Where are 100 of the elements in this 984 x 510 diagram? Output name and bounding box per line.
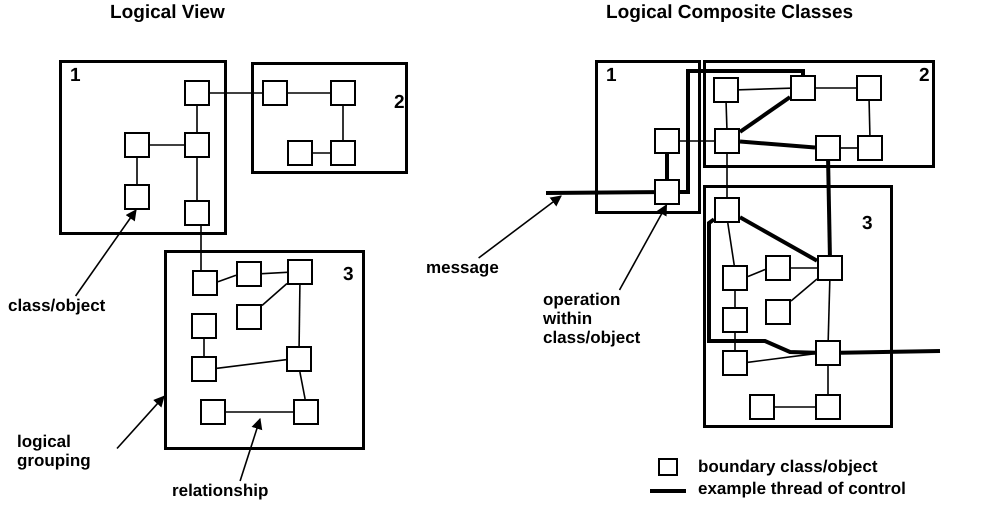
annotation-label: class/object <box>8 296 133 315</box>
annotation-label: message <box>426 258 506 277</box>
class-object-box <box>124 132 150 158</box>
group-number: 2 <box>919 66 930 86</box>
leader-arrow <box>239 418 262 482</box>
class-object-box <box>790 75 816 101</box>
thread-of-control-line <box>826 160 832 256</box>
class-object-box <box>124 184 150 210</box>
relationship-line <box>791 267 817 269</box>
thread-of-control-line <box>546 190 654 195</box>
thread-of-control-line <box>665 154 669 179</box>
leader-arrow <box>618 204 668 290</box>
relationship-line <box>218 274 236 282</box>
group-number: 1 <box>70 66 81 86</box>
class-object-box <box>200 399 226 425</box>
class-object-box <box>184 132 210 158</box>
class-object-box <box>654 128 680 154</box>
grouping-box <box>164 250 365 450</box>
thread-of-control-line <box>840 349 940 355</box>
thread-of-control-line <box>738 95 792 134</box>
class-object-box <box>287 140 313 166</box>
relationship-line <box>734 333 736 350</box>
class-object-box <box>192 270 218 296</box>
class-object-box <box>191 356 217 382</box>
legend-label: boundary class/object <box>698 458 878 476</box>
thread-of-control-line <box>740 140 816 150</box>
class-object-box <box>287 259 313 285</box>
relationship-line <box>790 278 818 302</box>
relationship-line <box>727 222 735 266</box>
relationship-line <box>816 87 856 89</box>
group-number: 1 <box>606 66 617 86</box>
relationship-line <box>200 225 202 271</box>
class-object-box <box>330 80 356 106</box>
grouping-box <box>251 62 408 174</box>
thread-of-control-line <box>680 69 805 194</box>
relationship-line <box>342 106 344 140</box>
class-object-box <box>765 299 791 325</box>
relationship-line <box>261 282 288 306</box>
class-object-box <box>262 80 288 106</box>
leader-arrow <box>478 195 562 259</box>
class-object-box <box>654 179 680 205</box>
class-object-box <box>714 197 740 223</box>
class-object-box <box>713 77 739 103</box>
leader-arrow <box>74 209 137 296</box>
relationship-line <box>738 87 790 91</box>
class-object-box <box>765 255 791 281</box>
class-object-box <box>236 304 262 330</box>
panel-title: Logical Composite Classes <box>606 2 854 24</box>
class-object-box <box>815 394 841 420</box>
relationship-line <box>868 100 871 136</box>
relationship-line <box>150 144 184 146</box>
annotation-label: relationship <box>172 481 302 500</box>
leader-arrow <box>116 395 165 450</box>
relationship-line <box>734 291 736 307</box>
grouping-box <box>59 60 227 235</box>
class-object-box <box>714 128 740 154</box>
relationship-line <box>299 372 306 400</box>
class-object-box <box>857 135 883 161</box>
class-object-box <box>722 307 748 333</box>
class-object-box <box>722 265 748 291</box>
relationship-line <box>216 358 286 370</box>
class-object-box <box>293 399 319 425</box>
relationship-line <box>136 158 138 184</box>
class-object-box <box>191 313 217 339</box>
relationship-line <box>841 147 857 149</box>
class-object-box <box>722 350 748 376</box>
class-object-box <box>856 75 882 101</box>
relationship-line <box>203 339 205 356</box>
class-object-box <box>330 140 356 166</box>
group-number: 3 <box>343 265 354 285</box>
panel-title: Logical View <box>110 2 225 24</box>
relationship-line <box>748 352 816 364</box>
relationship-line <box>298 284 301 346</box>
relationship-line <box>748 268 766 278</box>
class-object-box <box>749 394 775 420</box>
group-number: 3 <box>862 214 873 234</box>
relationship-line <box>725 102 728 128</box>
relationship-line <box>827 280 831 340</box>
relationship-line <box>775 406 815 408</box>
relationship-line <box>196 158 198 200</box>
class-object-box <box>815 135 841 161</box>
grouping-box <box>703 60 935 168</box>
thread-of-control-line <box>707 218 816 355</box>
annotation-label: operation within class/object <box>543 290 671 347</box>
relationship-line <box>313 152 330 154</box>
class-object-box <box>815 340 841 366</box>
class-object-box <box>236 261 262 287</box>
relationship-line <box>680 140 714 142</box>
class-object-box <box>286 346 312 372</box>
relationship-line <box>210 92 262 94</box>
legend-label: example thread of control <box>698 480 906 498</box>
class-object-box <box>184 80 210 106</box>
group-number: 2 <box>394 93 405 113</box>
thread-of-control-line <box>739 216 818 262</box>
grouping-box <box>703 185 893 428</box>
relationship-line <box>827 366 829 394</box>
annotation-label: logical grouping <box>17 432 117 470</box>
relationship-line <box>288 92 330 94</box>
relationship-line <box>196 106 198 132</box>
relationship-line <box>226 411 293 413</box>
